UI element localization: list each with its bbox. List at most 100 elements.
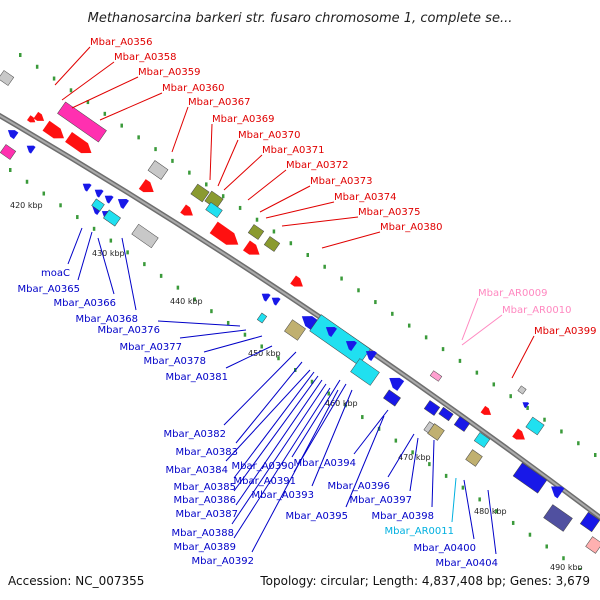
gene-feature-13-shape[interactable] — [205, 201, 223, 219]
gene-feature-58-shape[interactable] — [585, 536, 600, 554]
gene-feature-10-shape[interactable] — [138, 179, 157, 197]
gene-feature-0-shape[interactable] — [0, 70, 15, 86]
gene-feature-5[interactable] — [65, 132, 95, 158]
gene-label-bottom-4-leader[interactable] — [353, 409, 389, 455]
gene-label-bottom-6[interactable]: Mbar_A0391 — [233, 476, 296, 487]
gene-label-left-6[interactable]: Mbar_A0378 — [143, 356, 206, 367]
gene-label-left-1-leader[interactable] — [77, 231, 93, 281]
gene-feature-37-shape[interactable] — [343, 337, 357, 351]
gene-feature-20-shape[interactable] — [80, 180, 92, 192]
gene-feature-32[interactable] — [284, 319, 306, 341]
gene-feature-54[interactable] — [512, 462, 548, 494]
gene-feature-30[interactable] — [269, 294, 281, 306]
gene-feature-11-shape[interactable] — [190, 183, 210, 203]
gene-label-top-9-leader[interactable] — [259, 185, 311, 213]
gene-label-top-7[interactable]: Mbar_A0371 — [262, 145, 325, 156]
gene-feature-57-shape[interactable] — [579, 511, 600, 533]
gene-feature-16[interactable] — [243, 240, 263, 259]
gene-feature-32-shape[interactable] — [284, 319, 306, 341]
gene-label-bottom-5-leader[interactable] — [233, 371, 315, 479]
gene-feature-55[interactable] — [548, 482, 565, 499]
gene-feature-16-shape[interactable] — [243, 240, 263, 259]
gene-feature-29-shape[interactable] — [259, 290, 271, 302]
gene-label-bottom-17-leader[interactable] — [251, 389, 339, 553]
gene-label-bottom-13[interactable]: Mbar_A0388 — [171, 528, 234, 539]
gene-feature-1-shape[interactable] — [33, 111, 47, 124]
gene-feature-3-shape[interactable] — [57, 101, 107, 143]
gene-feature-30-shape[interactable] — [269, 294, 281, 306]
gene-feature-34[interactable] — [309, 314, 371, 366]
gene-label-top-10-leader[interactable] — [265, 201, 335, 219]
gene-label-top-7-leader[interactable] — [223, 154, 263, 191]
gene-feature-47[interactable] — [465, 449, 483, 467]
gene-feature-14-shape[interactable] — [180, 204, 196, 219]
gene-label-bottom-1-leader[interactable] — [235, 361, 303, 444]
gene-feature-26[interactable] — [103, 209, 121, 227]
gene-feature-52[interactable] — [512, 428, 528, 443]
gene-label-bottom-15-leader[interactable] — [233, 387, 331, 539]
gene-label-bottom-10-leader[interactable] — [387, 433, 415, 478]
gene-label-left-4[interactable]: Mbar_A0376 — [97, 325, 160, 336]
gene-label-bottom-7-leader[interactable] — [233, 375, 319, 492]
gene-feature-6-shape[interactable] — [0, 144, 17, 160]
gene-feature-53[interactable] — [521, 400, 530, 409]
gene-label-bottom-8[interactable]: Mbar_A0393 — [251, 490, 314, 501]
gene-feature-36-shape[interactable] — [323, 323, 337, 337]
gene-feature-8[interactable] — [24, 142, 36, 154]
gene-feature-55-shape[interactable] — [548, 482, 565, 499]
gene-feature-50[interactable] — [517, 385, 527, 395]
gene-label-left-3-leader[interactable] — [121, 237, 137, 311]
gene-label-bottom-15[interactable]: Mbar_A0389 — [173, 542, 236, 553]
gene-label-bottom-5[interactable]: Mbar_A0385 — [173, 482, 236, 493]
gene-label-bottom-10[interactable]: Mbar_A0396 — [327, 481, 390, 492]
gene-label-bottom-7[interactable]: Mbar_A0386 — [173, 495, 236, 506]
gene-feature-31-shape[interactable] — [256, 312, 268, 324]
gene-feature-41-shape[interactable] — [423, 400, 441, 416]
gene-feature-51[interactable] — [525, 416, 545, 436]
gene-feature-17-shape[interactable] — [247, 224, 265, 240]
gene-feature-25[interactable] — [115, 195, 129, 209]
gene-feature-27[interactable] — [91, 198, 105, 212]
gene-feature-17[interactable] — [247, 224, 265, 240]
gene-feature-1[interactable] — [33, 111, 47, 124]
gene-feature-26-shape[interactable] — [103, 209, 121, 227]
gene-label-bottom-16-leader[interactable] — [451, 477, 457, 523]
gene-label-top-0-leader[interactable] — [54, 46, 91, 86]
gene-label-bottom-8-leader[interactable] — [311, 389, 353, 487]
gene-feature-2-shape[interactable] — [27, 115, 37, 125]
gene-label-top-8[interactable]: Mbar_A0372 — [286, 160, 349, 171]
gene-feature-44[interactable] — [427, 423, 445, 441]
gene-label-top-12[interactable]: Mbar_A0380 — [380, 222, 443, 233]
gene-feature-39[interactable] — [386, 373, 405, 391]
gene-feature-2[interactable] — [27, 115, 37, 125]
gene-label-left-3[interactable]: Mbar_A0368 — [75, 314, 138, 325]
gene-label-bottom-18-leader[interactable] — [463, 479, 475, 540]
gene-label-bottom-2-leader[interactable] — [225, 369, 311, 462]
gene-feature-20[interactable] — [80, 180, 92, 192]
gene-feature-11[interactable] — [190, 183, 210, 203]
gene-feature-46[interactable] — [473, 432, 491, 448]
gene-feature-18[interactable] — [263, 236, 281, 252]
gene-feature-21-shape[interactable] — [92, 186, 104, 198]
gene-feature-21[interactable] — [92, 186, 104, 198]
gene-feature-28[interactable] — [131, 223, 159, 249]
gene-label-left-5[interactable]: Mbar_A0377 — [119, 342, 182, 353]
gene-feature-25-shape[interactable] — [115, 195, 129, 209]
gene-feature-9-shape[interactable] — [147, 160, 169, 180]
gene-feature-42-shape[interactable] — [438, 406, 454, 422]
gene-feature-14[interactable] — [180, 204, 196, 219]
gene-feature-45[interactable] — [453, 416, 471, 432]
gene-label-bottom-18[interactable]: Mbar_A0400 — [413, 543, 476, 554]
gene-feature-34-shape[interactable] — [309, 314, 371, 366]
gene-label-top-2-leader[interactable] — [71, 76, 139, 109]
gene-feature-18-shape[interactable] — [263, 236, 281, 252]
gene-label-bottom-0[interactable]: Mbar_A0382 — [163, 429, 226, 440]
gene-feature-31[interactable] — [256, 312, 268, 324]
gene-feature-6[interactable] — [0, 144, 17, 160]
gene-feature-37[interactable] — [343, 337, 357, 351]
gene-feature-9[interactable] — [147, 160, 169, 180]
gene-feature-40[interactable] — [383, 389, 401, 407]
gene-feature-4-shape[interactable] — [42, 120, 68, 143]
gene-label-top-4[interactable]: Mbar_A0367 — [188, 97, 251, 108]
